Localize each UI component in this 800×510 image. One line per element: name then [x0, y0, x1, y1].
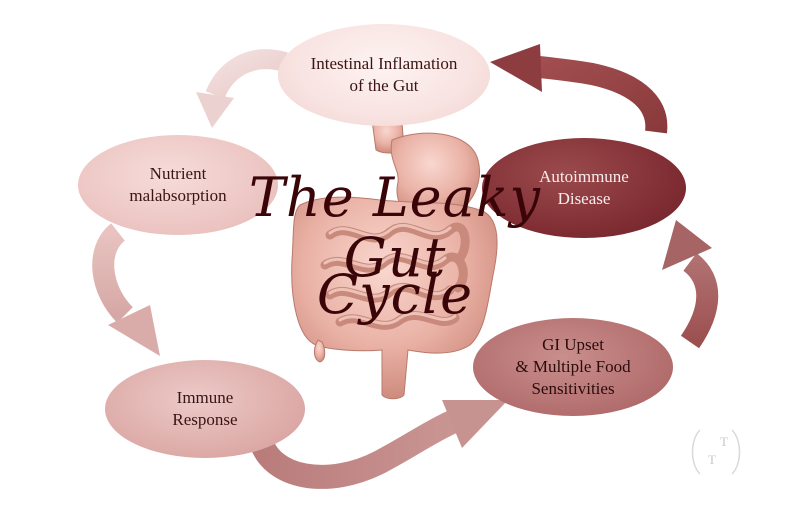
- logo-letter-left: T: [708, 452, 716, 467]
- node-autoimmune-disease: Autoimmune Disease: [482, 138, 686, 238]
- watermark-logo: T T: [691, 429, 741, 475]
- node-label-line: Disease: [557, 189, 611, 208]
- node-label-line: Intestinal Inflamation: [310, 54, 458, 73]
- node-label-line: Nutrient: [149, 164, 207, 183]
- diagram-title-line2: Cycle: [316, 263, 474, 326]
- node-gi-upset: GI Upset & Multiple Food Sensitivities: [473, 318, 673, 416]
- arrow-gi-to-autoimmune: [662, 220, 719, 349]
- node-label-line: GI Upset: [542, 335, 604, 354]
- node-label-line: of the Gut: [349, 76, 419, 95]
- node-label-line: Immune: [176, 388, 234, 407]
- arrow-autoimmune-to-inflammation: [490, 44, 668, 134]
- node-label-line: Response: [172, 410, 238, 429]
- node-nutrient-malabsorption: Nutrient malabsorption: [78, 135, 278, 235]
- node-label-line: malabsorption: [129, 186, 227, 205]
- arrow-immune-to-gi: [248, 400, 508, 489]
- node-label-line: Sensitivities: [531, 379, 615, 398]
- arrow-nutrient-to-immune: [92, 223, 160, 356]
- node-label-line: Autoimmune: [539, 167, 629, 186]
- logo-letter-top: T: [720, 434, 728, 449]
- node-label-line: & Multiple Food: [515, 357, 631, 376]
- arrow-inflammation-to-nutrient: [196, 49, 288, 128]
- diagram-title-line1: The Leaky Gut: [248, 166, 542, 289]
- intestine-illustration: [291, 118, 498, 400]
- node-immune-response: Immune Response: [105, 360, 305, 458]
- node-intestinal-inflammation: Intestinal Inflamation of the Gut: [278, 24, 490, 126]
